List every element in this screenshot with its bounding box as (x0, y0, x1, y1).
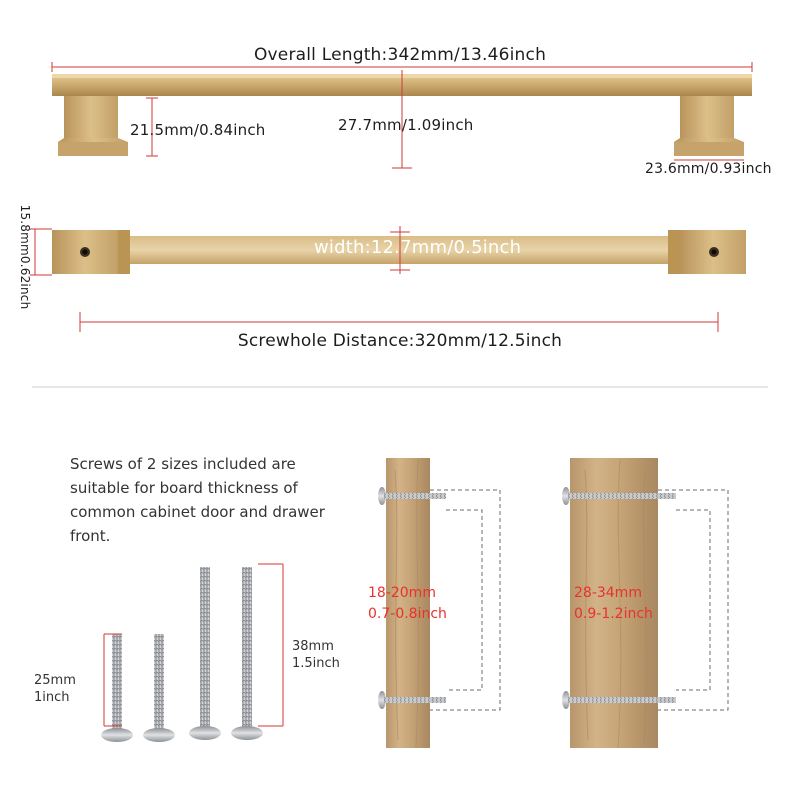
screwhole-distance-label: Screwhole Distance:320mm/12.5inch (237, 331, 563, 351)
short-screw-mm: 25mm (34, 673, 76, 688)
overall-length-text: Overall Length:342mm/13.46inch (249, 45, 551, 65)
thick-board-mm: 28-34mm (574, 585, 642, 601)
overall-length-label: Overall Length:342mm/13.46inch (0, 45, 800, 65)
leg-height-label: 21.5mm/0.84inch (130, 121, 266, 139)
width-label: width:12.7mm/0.5inch (314, 237, 522, 258)
bar-height-label: 27.7mm/1.09inch (338, 116, 474, 134)
thick-board-inch: 0.9-1.2inch (574, 606, 653, 622)
thin-board-mm: 18-20mm (368, 585, 436, 601)
board-thin-illustration (378, 458, 501, 749)
end-height-label: 15.8mm0.62inch (18, 204, 32, 310)
thin-board-inch: 0.7-0.8inch (368, 606, 447, 622)
short-screw-inch: 1inch (34, 690, 70, 705)
screws-group (101, 563, 284, 742)
handle-top-view (30, 226, 746, 332)
handle-side-view (51, 62, 753, 169)
base-size-label: 23.6mm/0.93inch (645, 161, 772, 177)
long-screw-inch: 1.5inch (292, 656, 340, 671)
long-screw-mm: 38mm (292, 639, 334, 654)
screw-description: Screws of 2 sizes included are suitable … (70, 455, 325, 545)
board-thick-illustration (562, 458, 729, 749)
handle-bar-top (118, 236, 688, 264)
